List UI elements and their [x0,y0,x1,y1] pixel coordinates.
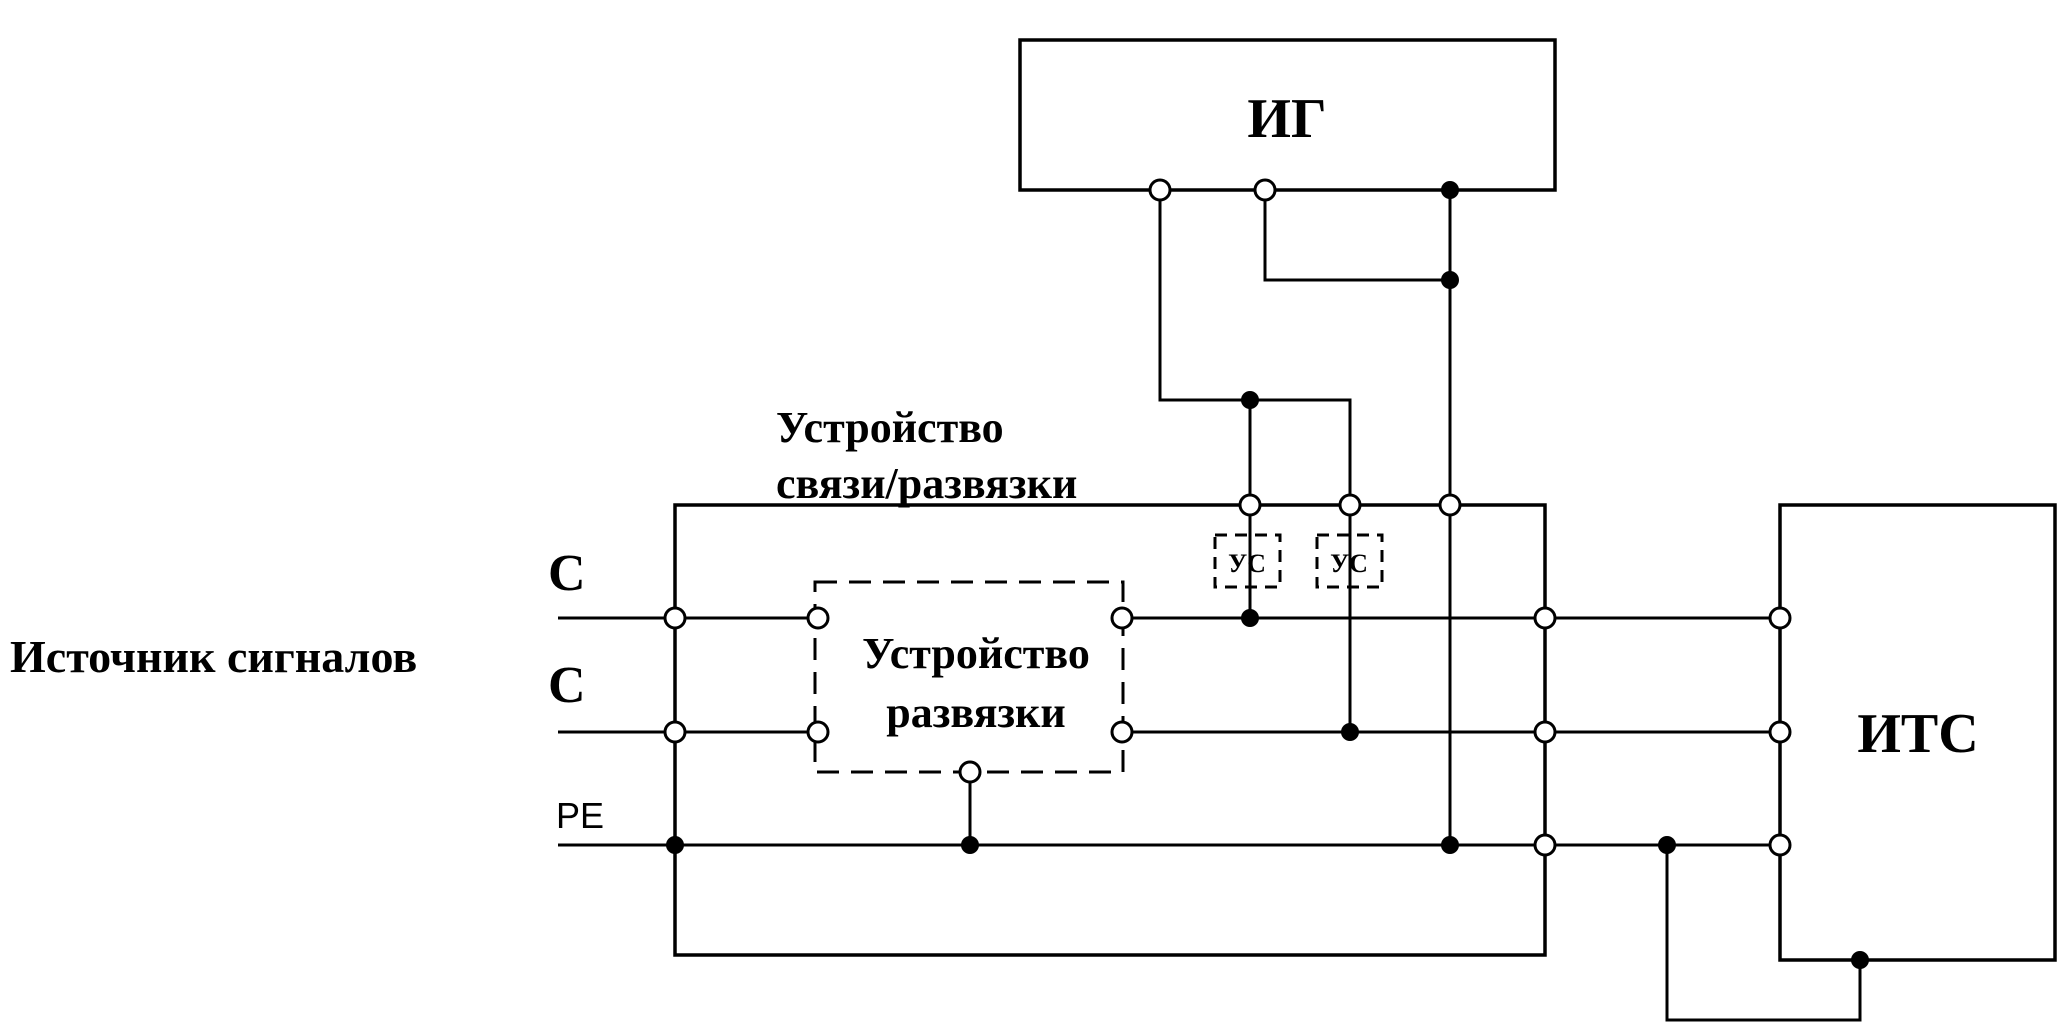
its-label: ИТС [1857,703,1978,765]
us-coupling-element-1 [1213,533,1282,589]
decoupling-label-line1: Устройство [862,629,1090,678]
open-terminals [663,178,1792,857]
wires [558,190,1862,1022]
coupling-decoupling-network-box [673,503,1547,957]
signal-source-label: Источник сигналов [10,631,417,682]
ig-generator-box [1018,38,1557,192]
line-c1-label: С [548,545,586,602]
line-pe-label: PE [556,795,604,836]
line-c2-label: С [548,657,586,714]
ig-label: ИГ [1247,88,1326,150]
decoupling-label-line2: развязки [886,688,1066,737]
us-label-1: УС [1228,549,1266,578]
coupling-title-line2: связи/развязки [776,459,1077,508]
us-label-2: УС [1330,549,1368,578]
coupling-title-line1: Устройство [776,403,1004,452]
junction-dots [666,181,1869,969]
